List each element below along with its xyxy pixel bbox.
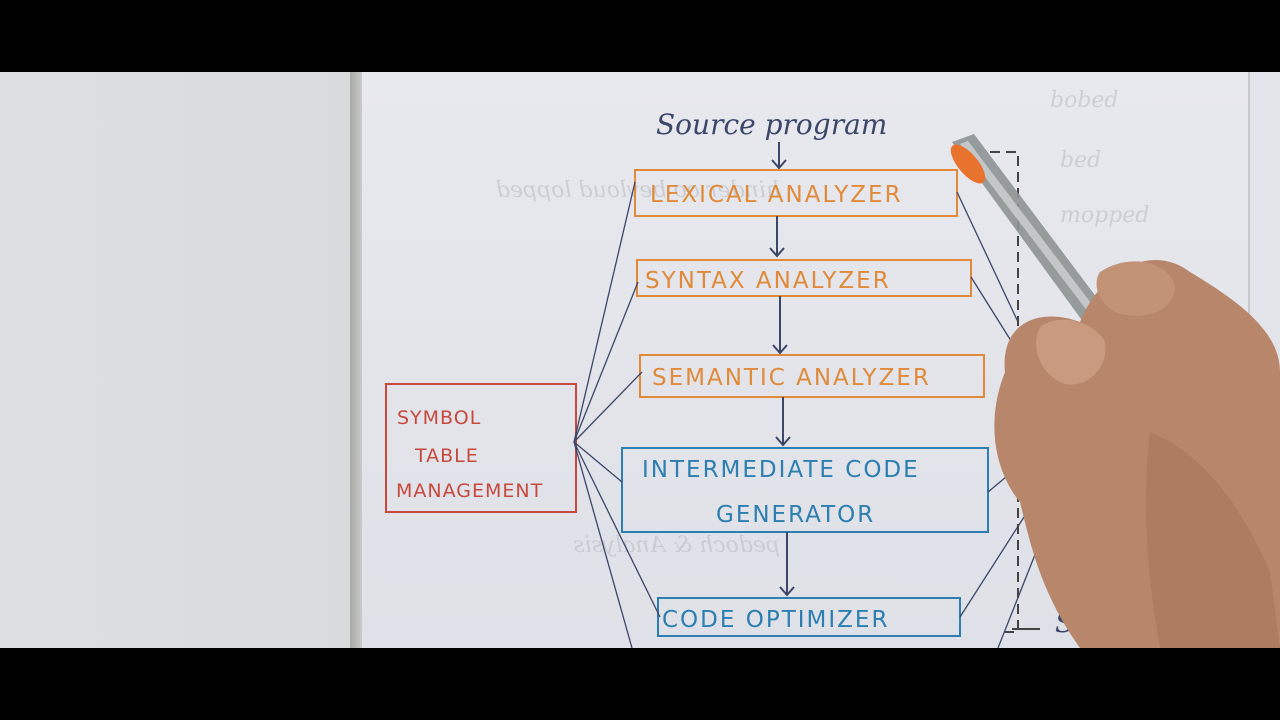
- background-wall: [0, 72, 352, 648]
- letterbox-top: [0, 0, 1280, 72]
- symbol-table-connectors: [573, 181, 661, 648]
- svg-text:bed: bed: [1060, 148, 1101, 173]
- letterbox-bottom: [0, 648, 1280, 720]
- symbol-table-line3: MANAGEMENT: [396, 480, 543, 502]
- notebook-edge: [350, 72, 364, 648]
- symbol-table-box: SYMBOL TABLE MANAGEMENT: [385, 383, 577, 513]
- intermediate-code-label-line1: INTERMEDIATE CODE: [642, 457, 920, 483]
- code-optimizer-label: CODE OPTIMIZER: [662, 607, 889, 633]
- svg-text:mopped: mopped: [1060, 203, 1149, 228]
- handwritten-diagram: hinder oo bevloud lopped bobed bed moppe…: [385, 88, 1280, 648]
- intermediate-code-generator-box: INTERMEDIATE CODE GENERATOR: [621, 447, 989, 533]
- symbol-table-line2: TABLE: [414, 445, 479, 467]
- svg-text:bobed: bobed: [1050, 88, 1119, 113]
- symbol-table-line1: SYMBOL: [397, 407, 481, 429]
- svg-text:hinder oo bevloud lopped: hinder oo bevloud lopped: [496, 178, 780, 203]
- syntax-analyzer-box: SYNTAX ANALYZER: [636, 259, 972, 297]
- semantic-analyzer-label: SEMANTIC ANALYZER: [652, 365, 931, 391]
- lexical-analyzer-label: LEXICAL ANALYZER: [650, 182, 903, 208]
- lexical-analyzer-box: LEXICAL ANALYZER: [634, 169, 958, 217]
- dashed-bracket: [990, 151, 1019, 633]
- code-optimizer-box: CODE OPTIMIZER: [657, 597, 961, 637]
- source-program-label: Source program: [656, 108, 887, 141]
- intermediate-code-label-line2: GENERATOR: [716, 502, 875, 528]
- pen-tip: [950, 144, 986, 184]
- syntax-analyzer-label: SYNTAX ANALYZER: [645, 268, 891, 294]
- svg-text:pedoch & Analysis: pedoch & Analysis: [573, 533, 780, 558]
- video-frame: hinder oo bevloud lopped bobed bed moppe…: [0, 72, 1280, 648]
- bleed-through-text: hinder oo bevloud lopped bobed bed moppe…: [496, 88, 1149, 558]
- hand-holding-pen: [950, 134, 1280, 648]
- semantic-analyzer-box: SEMANTIC ANALYZER: [639, 354, 985, 398]
